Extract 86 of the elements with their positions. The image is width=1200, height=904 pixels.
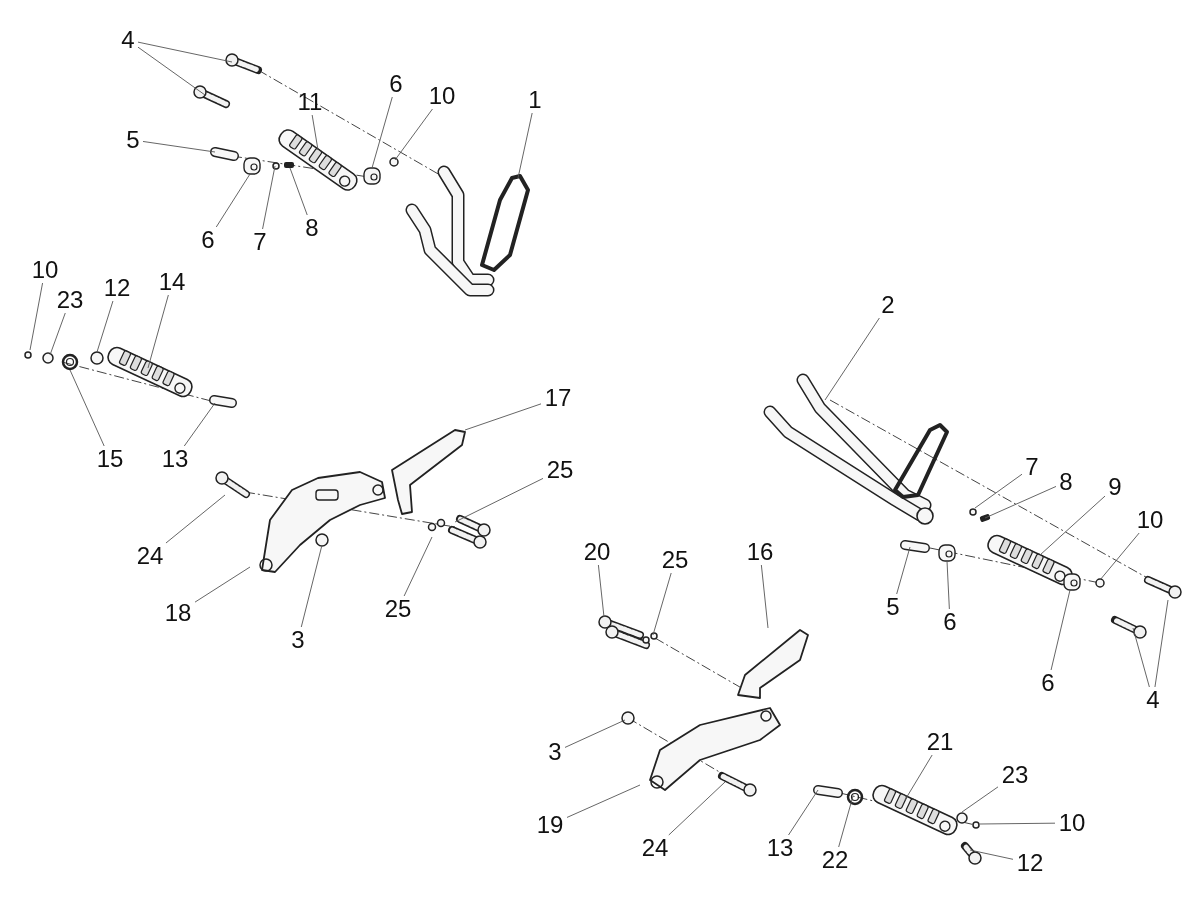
leader-line bbox=[974, 473, 1023, 509]
leader-line bbox=[946, 560, 950, 610]
leader-line bbox=[1099, 532, 1140, 581]
callout-number: 23 bbox=[56, 287, 84, 313]
leader-line bbox=[969, 849, 1014, 860]
leader-line bbox=[838, 795, 854, 848]
callout-number: 6 bbox=[389, 71, 403, 97]
leader-line bbox=[652, 572, 672, 636]
callout-number: 24 bbox=[136, 543, 164, 569]
callout-number: 11 bbox=[297, 89, 323, 115]
leader-line bbox=[69, 369, 105, 447]
leader-line bbox=[49, 312, 66, 356]
callout-number: 15 bbox=[96, 446, 124, 472]
callout-number: 24 bbox=[641, 835, 669, 861]
leader-line bbox=[1050, 589, 1071, 671]
leader-line bbox=[371, 96, 393, 169]
callout-number: 5 bbox=[126, 127, 140, 153]
callout-number: 7 bbox=[253, 229, 267, 255]
callout-number: 17 bbox=[544, 385, 572, 411]
leader-line bbox=[979, 822, 1056, 825]
leader-line bbox=[668, 781, 726, 836]
callout-number: 25 bbox=[546, 457, 574, 483]
leader-line bbox=[824, 317, 880, 401]
leader-line bbox=[904, 754, 933, 801]
callout-number: 6 bbox=[943, 609, 957, 635]
leader-line bbox=[29, 282, 43, 351]
leader-line bbox=[215, 173, 251, 228]
callout-number: 4 bbox=[1146, 687, 1160, 713]
leader-line bbox=[96, 300, 114, 353]
callout-number: 8 bbox=[1059, 469, 1073, 495]
leader-line bbox=[984, 486, 1057, 519]
leader-line bbox=[896, 546, 911, 595]
callout-number: 9 bbox=[1108, 474, 1122, 500]
callout-number: 1 bbox=[528, 87, 542, 113]
leader-line bbox=[137, 46, 206, 96]
leader-line bbox=[194, 566, 251, 603]
callout-number: 25 bbox=[384, 596, 412, 622]
leader-line bbox=[300, 544, 323, 628]
callout-number: 5 bbox=[886, 594, 900, 620]
callout-number: 10 bbox=[1136, 507, 1164, 533]
callout-number: 3 bbox=[548, 739, 562, 765]
leader-line bbox=[262, 165, 276, 230]
leader-line bbox=[183, 402, 216, 447]
callout-number: 19 bbox=[536, 812, 564, 838]
leader-line bbox=[1154, 599, 1169, 688]
callout-number: 12 bbox=[103, 275, 131, 301]
leader-line bbox=[597, 564, 605, 618]
leader-line bbox=[566, 784, 641, 818]
leader-line bbox=[788, 789, 819, 836]
callout-number: 14 bbox=[158, 269, 186, 295]
leader-line bbox=[147, 294, 169, 369]
leader-line bbox=[1039, 495, 1106, 556]
callout-number: 3 bbox=[291, 627, 305, 653]
leader-line bbox=[1132, 627, 1150, 688]
leader-line bbox=[961, 786, 999, 813]
leader-line bbox=[564, 719, 626, 748]
callout-number: 7 bbox=[1025, 454, 1039, 480]
callout-number: 4 bbox=[121, 27, 135, 53]
callout-number: 22 bbox=[821, 847, 849, 873]
leader-line bbox=[464, 403, 542, 431]
callout-number: 13 bbox=[161, 446, 189, 472]
leader-line bbox=[394, 108, 433, 161]
callout-number: 6 bbox=[201, 227, 215, 253]
callout-number: 12 bbox=[1016, 850, 1044, 876]
leader-line bbox=[311, 114, 319, 151]
callout-number: 25 bbox=[661, 547, 689, 573]
leader-line bbox=[289, 167, 308, 216]
callout-number: 21 bbox=[926, 729, 954, 755]
leader-line bbox=[760, 564, 769, 629]
leader-line bbox=[165, 494, 226, 544]
leader-line bbox=[142, 141, 216, 153]
callout-number: 6 bbox=[1041, 670, 1055, 696]
leader-line bbox=[403, 536, 433, 597]
leader-line bbox=[517, 112, 533, 179]
callout-number: 20 bbox=[583, 539, 611, 565]
callout-number: 13 bbox=[766, 835, 794, 861]
callout-number: 2 bbox=[881, 292, 895, 318]
callout-number: 10 bbox=[31, 257, 59, 283]
callout-number: 23 bbox=[1001, 762, 1029, 788]
callout-number: 10 bbox=[428, 83, 456, 109]
leader-line bbox=[137, 41, 233, 63]
callout-number: 16 bbox=[746, 539, 774, 565]
callout-number: 10 bbox=[1058, 810, 1086, 836]
leader-line bbox=[454, 477, 544, 523]
callout-number: 8 bbox=[305, 215, 319, 241]
callout-number: 18 bbox=[164, 600, 192, 626]
